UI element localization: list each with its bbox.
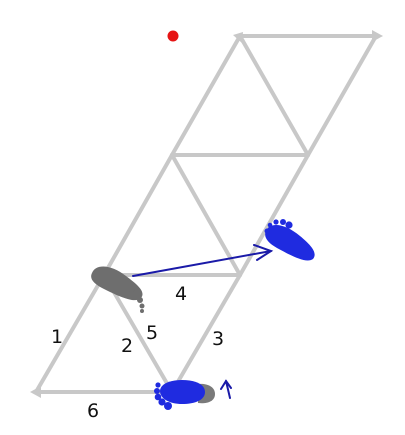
lattice-edge — [102, 153, 174, 277]
arrow-up-icon — [220, 379, 232, 399]
edge-label-2: 2 — [121, 335, 133, 357]
footprint-icon — [91, 266, 145, 313]
edge-label-5: 5 — [146, 322, 158, 344]
footprint-icon — [154, 380, 215, 410]
lattice-edge — [102, 273, 174, 394]
lattice-grid — [34, 34, 378, 394]
edge-arrowhead — [30, 386, 41, 398]
lattice-edge — [238, 34, 310, 157]
edge-label-1: 1 — [51, 326, 63, 348]
lattice-edge — [170, 273, 242, 394]
edge-label-6: 6 — [87, 400, 99, 422]
red-dot-icon — [167, 30, 179, 42]
arrow-right-icon — [132, 244, 274, 277]
lattice-edge — [170, 153, 242, 277]
footprint-icon — [264, 219, 315, 261]
lattice-edge — [306, 34, 378, 157]
edge-label-4: 4 — [175, 283, 187, 305]
edge-arrowhead — [372, 30, 383, 42]
lattice-edge-arrowheads — [30, 30, 383, 398]
edge-label-3: 3 — [212, 328, 224, 350]
lattice-edge — [34, 273, 106, 394]
lattice-edge — [170, 34, 242, 157]
edge-arrowhead — [233, 32, 243, 43]
